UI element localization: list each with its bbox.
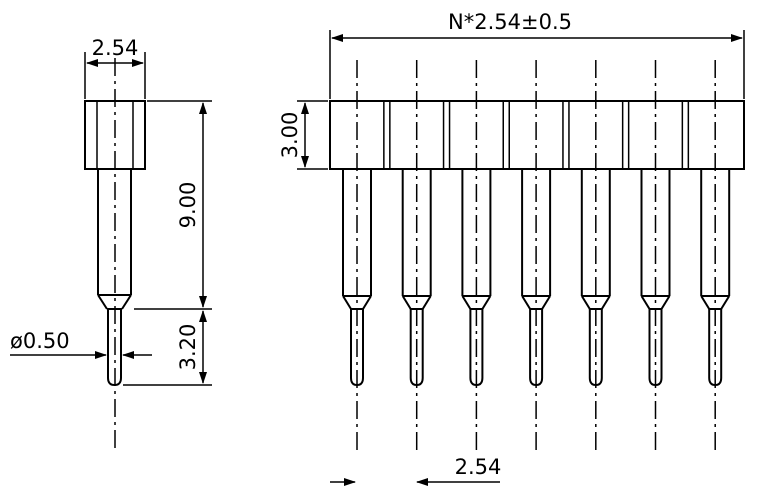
pin — [461, 60, 492, 452]
pitch-label: 2.54 — [455, 455, 502, 479]
tail-height-label: 3.20 — [176, 324, 200, 371]
pin — [640, 60, 671, 452]
pin — [342, 60, 372, 452]
tail-diameter-label: ø0.50 — [10, 329, 70, 353]
header-height-label: 3.00 — [278, 112, 302, 159]
pin-group — [342, 60, 731, 452]
side-width-label: 2.54 — [92, 36, 139, 60]
header-strip — [329, 100, 745, 170]
body-height-label: 9.00 — [176, 182, 200, 229]
side-view: 2.54 9.00 3.20 ø0.50 — [10, 36, 212, 450]
pin — [580, 60, 611, 452]
pin — [401, 60, 432, 452]
total-length-label: N*2.54±0.5 — [448, 10, 572, 34]
pin — [700, 60, 731, 452]
pin — [521, 60, 552, 452]
front-view: N*2.54±0.5 3.00 2.54 — [278, 10, 745, 486]
